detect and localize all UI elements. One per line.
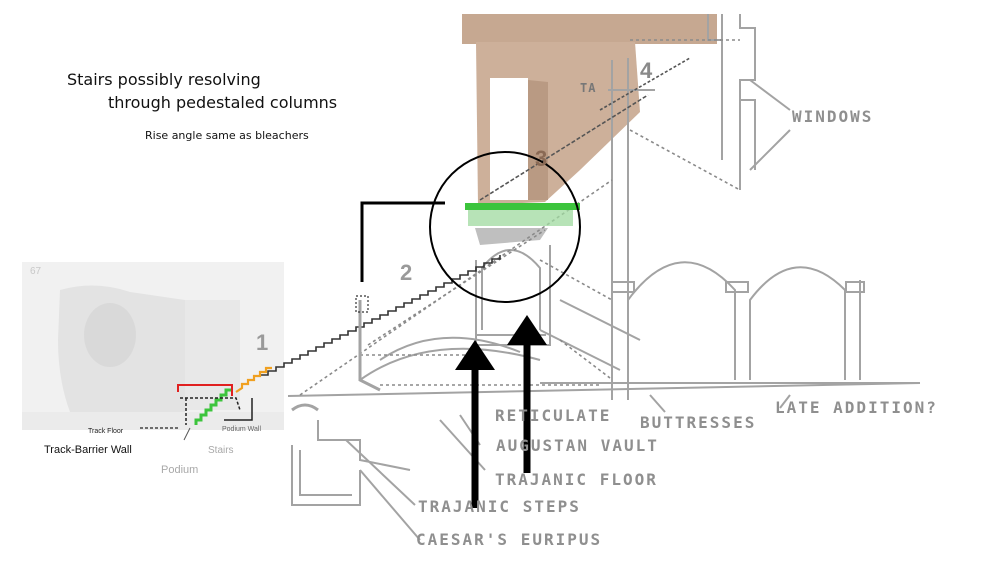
bracket-line bbox=[360, 201, 445, 282]
inset-sheet-number: 67 bbox=[30, 266, 42, 277]
label-late-addition: LATE ADDITION? bbox=[775, 398, 938, 417]
label-reticulate: RETICULATE bbox=[495, 406, 612, 425]
inset-label-track-floor: Track Floor bbox=[88, 428, 124, 435]
level-number-1: 1 bbox=[256, 330, 269, 355]
level-number-3: 3 bbox=[535, 146, 548, 171]
highlight-circle bbox=[429, 151, 581, 303]
cross-section-lines bbox=[287, 14, 921, 541]
note-line-1: Stairs possibly resolving bbox=[67, 70, 261, 89]
up-arrow-right bbox=[507, 315, 547, 473]
label-caesars-euripus: CAESAR'S EURIPUS bbox=[416, 530, 603, 549]
inset-label-stairs: Stairs bbox=[208, 445, 234, 456]
label-augustan-vault: AUGUSTAN VAULT bbox=[496, 436, 659, 455]
stepped-stair-line bbox=[260, 57, 691, 376]
level-number-4: 4 bbox=[640, 58, 653, 83]
bleacher-dashed-lines bbox=[299, 39, 741, 396]
podium-wall bbox=[291, 300, 381, 412]
level-number-2: 2 bbox=[400, 260, 413, 285]
label-buttresses: BUTTRESSES bbox=[640, 413, 757, 432]
up-arrow-left bbox=[455, 340, 495, 508]
inset-photo bbox=[22, 262, 284, 430]
inset-stair-overlay bbox=[140, 366, 272, 441]
label-trajanic-steps: TRAJANIC STEPS bbox=[418, 497, 581, 516]
green-floor-highlight bbox=[465, 203, 580, 226]
inset-label-podium-wall: Podium Wall bbox=[222, 426, 262, 433]
upper-structure-overlay bbox=[462, 14, 717, 245]
inset-label-podium: Podium bbox=[161, 464, 199, 476]
label-trajanic-floor: TRAJANIC FLOOR bbox=[495, 470, 658, 489]
pedestal-mark bbox=[355, 295, 369, 313]
label-ta: TA bbox=[580, 81, 597, 95]
inset-label-track-barrier-wall: Track-Barrier Wall bbox=[44, 444, 132, 456]
note-line-2: through pedestaled columns bbox=[108, 93, 338, 112]
note-line-3: Rise angle same as bleachers bbox=[145, 129, 309, 142]
label-windows: WINDOWS bbox=[792, 107, 874, 126]
